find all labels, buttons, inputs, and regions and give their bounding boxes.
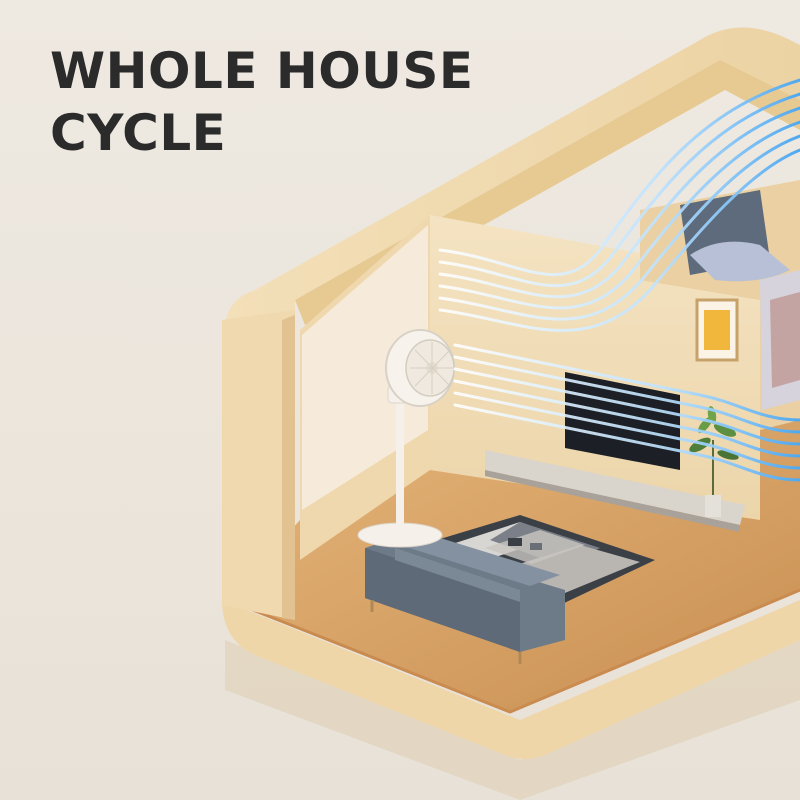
tv-cabinet [485,450,745,525]
bed-pillows [690,241,790,282]
coffee-table [485,530,585,564]
headline: WHOLE HOUSE CYCLE [50,42,474,162]
floor-fan-icon [357,329,455,548]
airflow-waves-icon [438,78,800,482]
floor-slab-shadow [225,640,800,800]
house-plinth [222,600,800,759]
plant-icon [689,406,739,517]
left-wall [222,310,295,620]
